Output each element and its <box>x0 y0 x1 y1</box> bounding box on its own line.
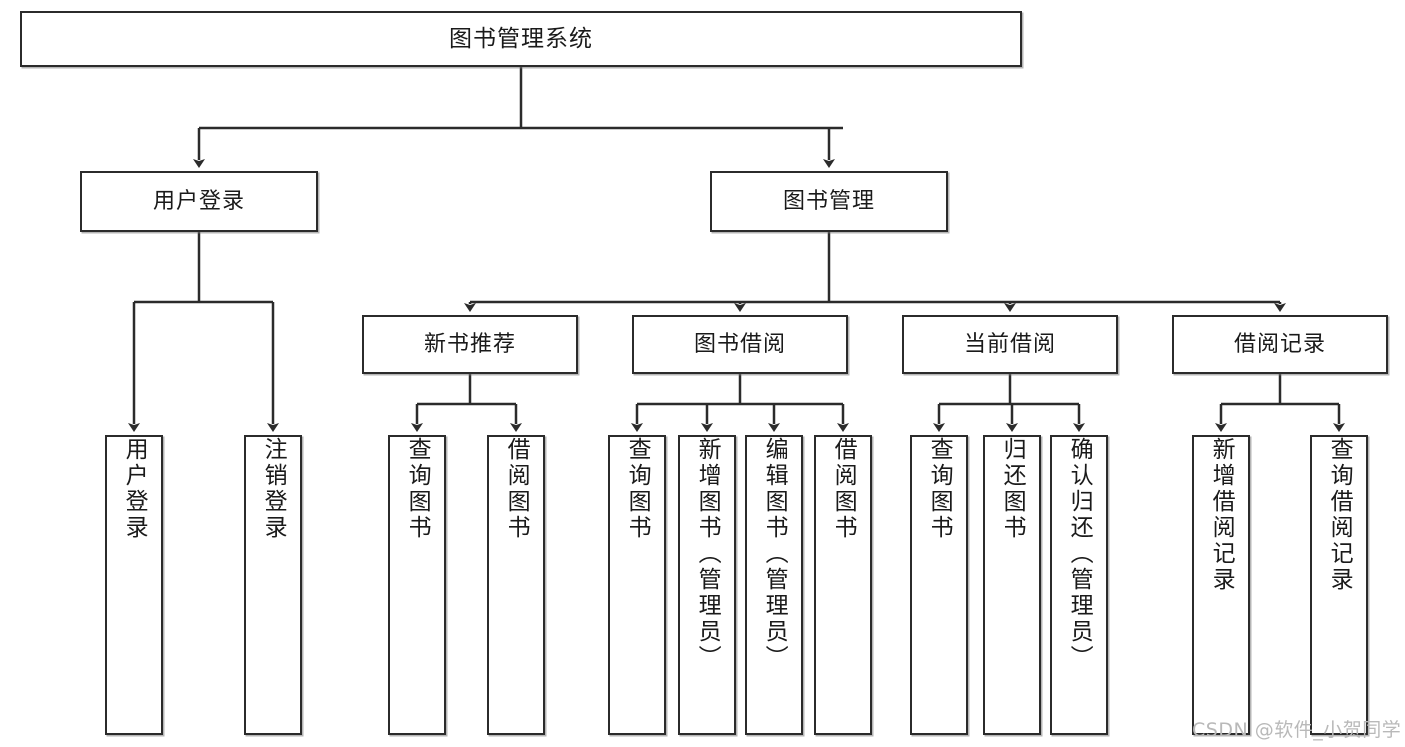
node-leaf-user-login[interactable]: 用户登录 <box>105 435 163 735</box>
node-leaf-query-record-label: 查询借阅记录 <box>1326 437 1353 593</box>
node-root-label: 图书管理系统 <box>449 25 593 52</box>
node-user-login[interactable]: 用户登录 <box>80 171 318 232</box>
node-leaf-confirm-return-label: 确认归还（管理员） <box>1066 437 1093 671</box>
node-new-book-recommend-label: 新书推荐 <box>423 331 516 357</box>
node-leaf-borrow-book-1-label: 借阅图书 <box>503 437 530 541</box>
node-new-book-recommend[interactable]: 新书推荐 <box>362 315 578 374</box>
node-current-borrow-label: 当前借阅 <box>963 331 1056 357</box>
node-leaf-query-book-3[interactable]: 查询图书 <box>910 435 968 735</box>
node-book-manage[interactable]: 图书管理 <box>710 171 948 232</box>
node-borrow-record[interactable]: 借阅记录 <box>1172 315 1388 374</box>
node-leaf-add-record-label: 新增借阅记录 <box>1208 437 1235 593</box>
node-book-manage-label: 图书管理 <box>782 188 875 214</box>
node-leaf-logout-label: 注销登录 <box>260 437 287 541</box>
node-leaf-query-record[interactable]: 查询借阅记录 <box>1310 435 1368 735</box>
node-leaf-borrow-book-1[interactable]: 借阅图书 <box>487 435 545 735</box>
node-leaf-confirm-return[interactable]: 确认归还（管理员） <box>1050 435 1108 735</box>
node-leaf-edit-book-label: 编辑图书（管理员） <box>761 437 788 671</box>
csdn-watermark: CSDN @软件_小贺同学 <box>1192 719 1402 741</box>
node-book-borrow-label: 图书借阅 <box>693 331 786 357</box>
node-root[interactable]: 图书管理系统 <box>20 11 1022 67</box>
node-leaf-add-book-label: 新增图书（管理员） <box>694 437 721 671</box>
node-leaf-query-book-1-label: 查询图书 <box>404 437 431 541</box>
node-current-borrow[interactable]: 当前借阅 <box>902 315 1118 374</box>
node-leaf-borrow-book-2-label: 借阅图书 <box>830 437 857 541</box>
node-user-login-label: 用户登录 <box>152 188 245 214</box>
node-leaf-query-book-2-label: 查询图书 <box>624 437 651 541</box>
node-borrow-record-label: 借阅记录 <box>1233 331 1326 357</box>
node-leaf-add-record[interactable]: 新增借阅记录 <box>1192 435 1250 735</box>
node-leaf-query-book-3-label: 查询图书 <box>926 437 953 541</box>
node-leaf-add-book[interactable]: 新增图书（管理员） <box>678 435 736 735</box>
node-leaf-borrow-book-2[interactable]: 借阅图书 <box>814 435 872 735</box>
node-leaf-query-book-1[interactable]: 查询图书 <box>388 435 446 735</box>
node-leaf-return-book-label: 归还图书 <box>999 437 1026 541</box>
node-leaf-logout[interactable]: 注销登录 <box>244 435 302 735</box>
node-book-borrow[interactable]: 图书借阅 <box>632 315 848 374</box>
node-leaf-query-book-2[interactable]: 查询图书 <box>608 435 666 735</box>
node-leaf-edit-book[interactable]: 编辑图书（管理员） <box>745 435 803 735</box>
node-leaf-user-login-label: 用户登录 <box>121 437 148 541</box>
node-leaf-return-book[interactable]: 归还图书 <box>983 435 1041 735</box>
